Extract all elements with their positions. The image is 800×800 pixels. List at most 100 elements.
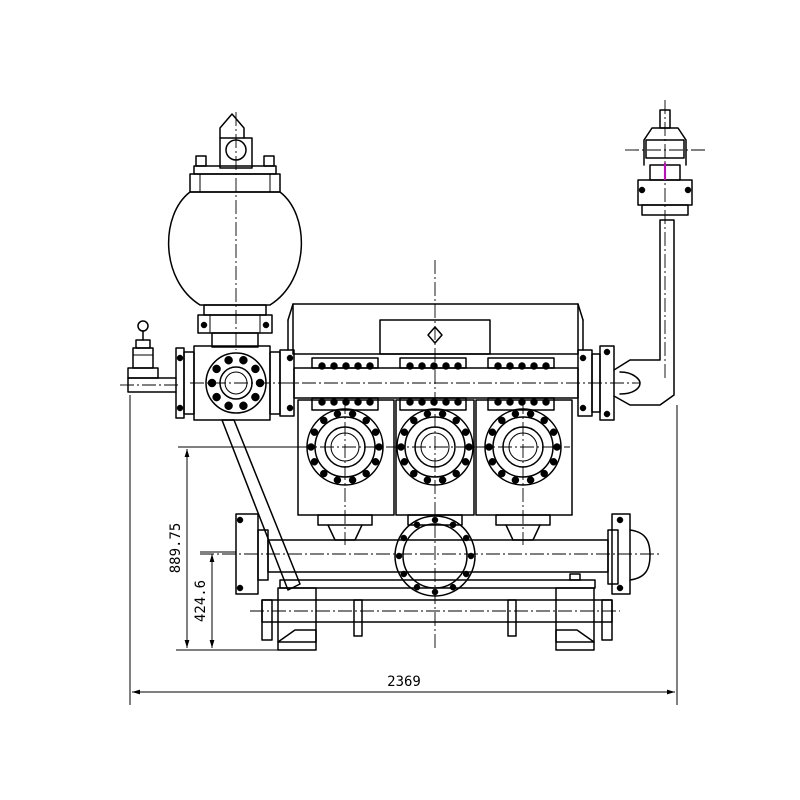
cylinder-cover-bolt xyxy=(438,476,447,484)
cylinder-cover-bolt xyxy=(362,416,370,425)
cylinder-top-bolt xyxy=(494,398,502,406)
cylinder-cover-bolt xyxy=(498,416,506,425)
manifold-flange-bolt xyxy=(207,378,217,388)
cylinder-cover-bolt xyxy=(488,428,497,436)
cylinder-cover-bolt xyxy=(423,410,432,418)
cylinder-top-bolt xyxy=(342,362,350,370)
base-skid xyxy=(250,573,620,651)
cylinder-cover-bolt xyxy=(526,410,535,418)
cylinder-cover-bolt xyxy=(452,416,460,425)
cylinder-top-bolt xyxy=(530,362,538,370)
cylinder-top-bolt xyxy=(430,362,438,370)
cylinder-cover-bolt xyxy=(400,428,409,436)
cylinder-cover-bolt xyxy=(465,443,473,451)
suction-flange-bolt xyxy=(413,583,421,591)
suction-flange-bolt xyxy=(449,521,457,529)
flange-bolt xyxy=(176,404,184,412)
manifold-flange-bolt xyxy=(239,401,248,411)
flange-bolt xyxy=(579,404,587,412)
cylinder-cover-bolt xyxy=(423,476,432,484)
flange-bolt xyxy=(616,516,624,524)
dimension-height-upper: 889.75 xyxy=(168,446,300,651)
cylinder-top-bolt xyxy=(442,398,450,406)
cylinder-top-bolt xyxy=(454,398,462,406)
cylinder-cover-bolt xyxy=(320,416,328,425)
cylinder-top-bolt xyxy=(354,398,362,406)
cylinder-cover-bolt xyxy=(485,443,493,451)
suction-flange-bolt xyxy=(400,534,408,542)
cylinder-cover-bolt xyxy=(348,410,357,418)
cylinder-top-bolt xyxy=(442,362,450,370)
cylinder-cover-bolt xyxy=(488,458,497,466)
cylinder-top-bolt xyxy=(506,398,514,406)
manifold-flange-bolt xyxy=(212,364,221,374)
suction-manifold xyxy=(200,513,660,597)
cylinder-cover-bolt xyxy=(526,476,535,484)
pulsation-dampener xyxy=(167,112,303,350)
flange-bolt xyxy=(603,410,611,418)
manifold-flange-bolt xyxy=(224,401,233,411)
cylinder-top-bolt xyxy=(542,362,550,370)
suction-flange-bolt xyxy=(449,583,457,591)
riser-pipe xyxy=(613,100,705,406)
manifold-flange-bolt xyxy=(212,392,221,402)
relief-valve xyxy=(120,320,180,393)
cylinder-cover-bolt xyxy=(362,469,370,478)
manifold-flange-bolt xyxy=(251,364,260,374)
suction-flange-bolt xyxy=(462,534,470,542)
cylinder-right xyxy=(475,399,573,545)
flange-bolt xyxy=(176,354,184,362)
cylinder-top-bolt xyxy=(506,362,514,370)
suction-flange-bolt xyxy=(395,552,403,560)
cylinder-cover-bolt xyxy=(511,476,520,484)
cylinder-cover-bolt xyxy=(310,458,319,466)
cylinder-top-bolt xyxy=(530,398,538,406)
discharge-manifold-block xyxy=(175,345,300,421)
manifold-flange-bolt xyxy=(255,378,265,388)
dim-label-height-lower: 424.6 xyxy=(193,580,209,622)
suction-flange-bolt xyxy=(431,588,439,596)
cylinder-cover-bolt xyxy=(310,428,319,436)
cylinder-cover-bolt xyxy=(320,469,328,478)
dim-label-overall-width: 2369 xyxy=(387,674,421,690)
cylinder-cover-bolt xyxy=(498,469,506,478)
cylinder-cover-bolt xyxy=(371,428,380,436)
suction-flange-bolt xyxy=(400,570,408,578)
cylinder-cover-bolt xyxy=(511,410,520,418)
flange-bolt xyxy=(616,584,624,592)
cylinder-cover-bolt xyxy=(397,443,405,451)
cylinder-cover-bolt xyxy=(371,458,380,466)
cylinder-top-bolt xyxy=(518,398,526,406)
cylinder-top-bolt xyxy=(494,362,502,370)
flange-bolt xyxy=(236,584,244,592)
power-end-frame xyxy=(287,260,584,650)
suction-flange-bolt xyxy=(431,516,439,524)
manifold-flange-bolt xyxy=(251,392,260,402)
cylinder-cover-bolt xyxy=(540,469,548,478)
cylinder-top-bolt xyxy=(330,398,338,406)
cylinder-top-bolt xyxy=(342,398,350,406)
cylinder-top-bolt xyxy=(418,362,426,370)
flange-bolt xyxy=(236,516,244,524)
flange-bolt xyxy=(262,321,270,329)
dim-label-height-upper: 889.75 xyxy=(168,523,184,574)
cylinder-cover-bolt xyxy=(461,458,470,466)
cylinder-top-bolt xyxy=(430,398,438,406)
flange-bolt xyxy=(579,354,587,362)
cylinder-cover-bolt xyxy=(553,443,561,451)
cylinder-cover-bolt xyxy=(452,469,460,478)
cylinder-top-bolt xyxy=(454,362,462,370)
cylinder-cover-bolt xyxy=(333,410,342,418)
flange-bolt xyxy=(603,348,611,356)
cylinder-top-bolt xyxy=(542,398,550,406)
cylinder-top-bolt xyxy=(418,398,426,406)
dimension-overall-width: 2369 xyxy=(129,395,678,705)
cylinder-cover-bolt xyxy=(549,458,558,466)
cylinder-cover-bolt xyxy=(410,416,418,425)
dimension-height-lower: 424.6 xyxy=(193,551,236,648)
manifold-flange-bolt xyxy=(224,355,233,365)
cylinder-top-bolt xyxy=(354,362,362,370)
cylinder-top-bolt xyxy=(366,398,374,406)
cylinder-top-bolt xyxy=(406,398,414,406)
cylinder-cover-bolt xyxy=(410,469,418,478)
